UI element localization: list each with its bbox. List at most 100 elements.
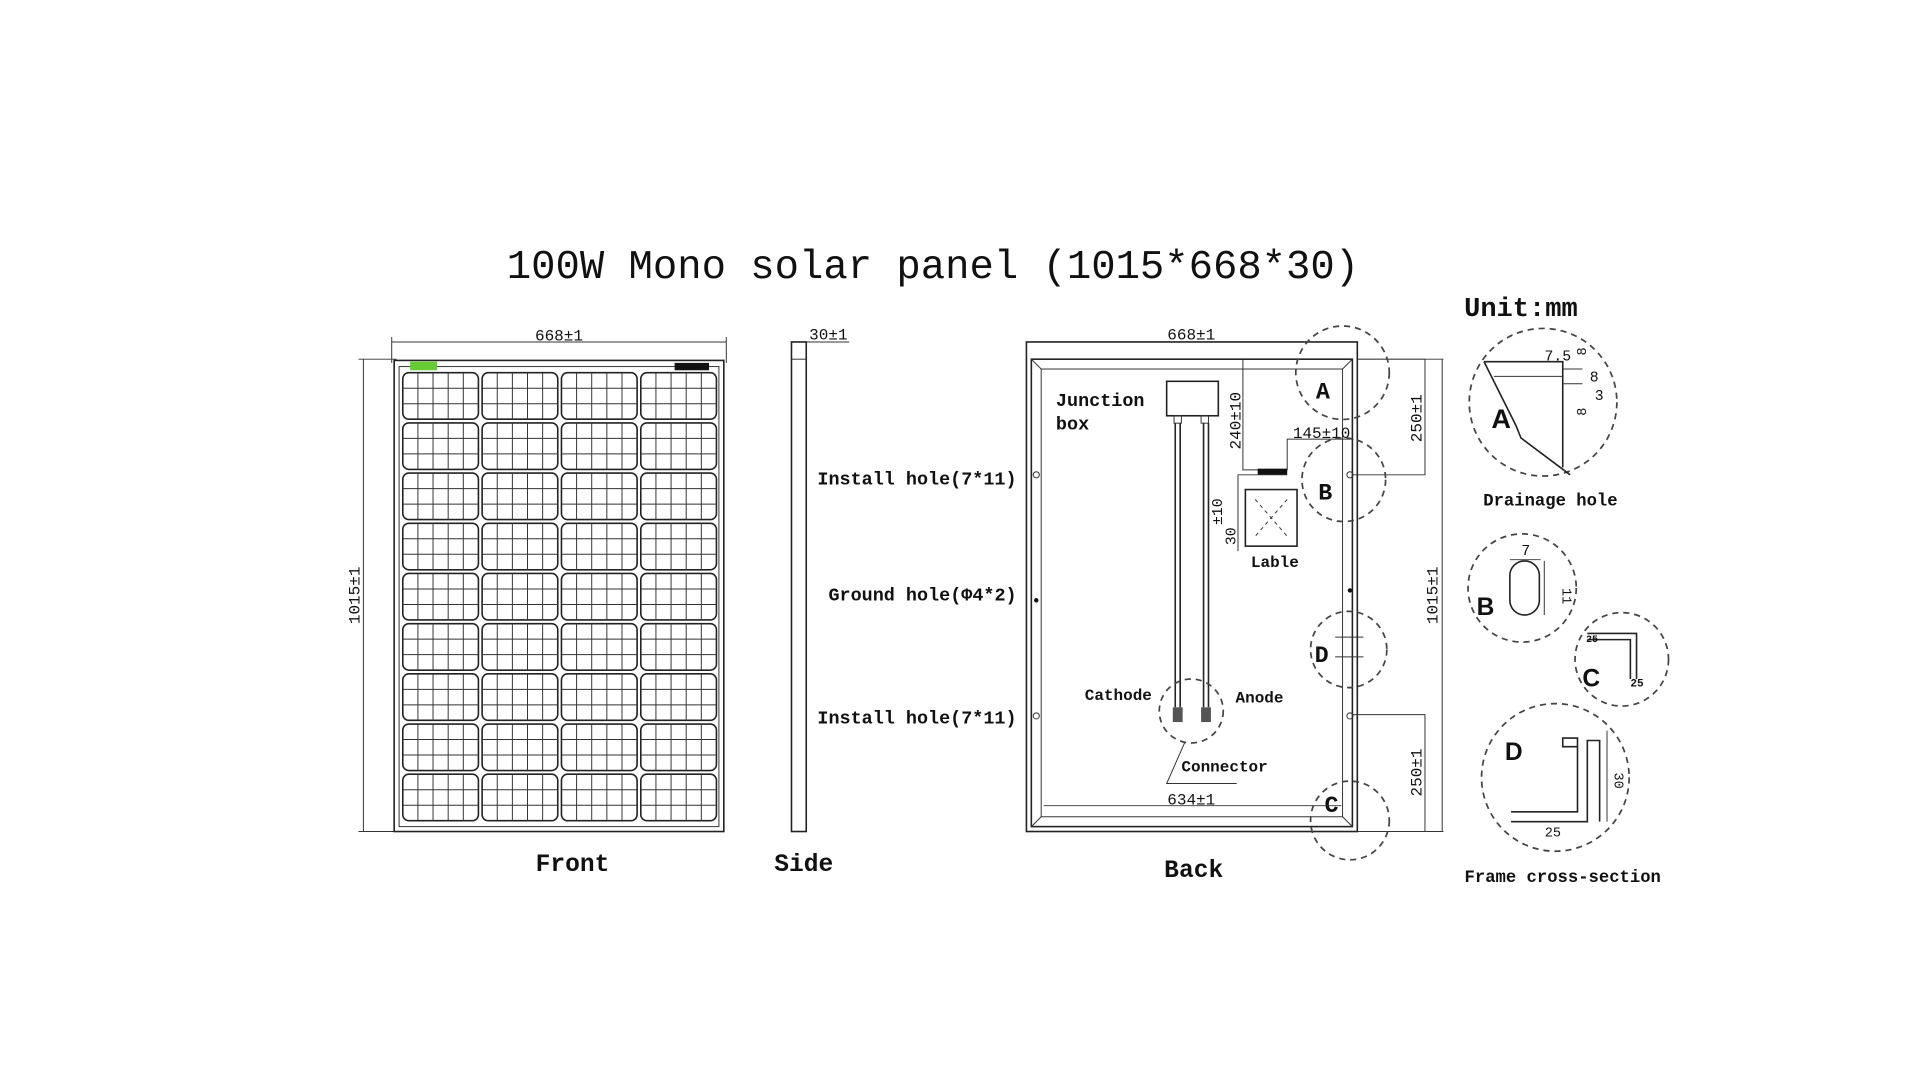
detail-a-dim: 8	[1576, 408, 1591, 416]
detail-a: A 7.5 8 8 3 8 Drainage hole	[1468, 327, 1618, 512]
solar-cell	[560, 773, 638, 822]
callout-a-circle	[1294, 325, 1391, 421]
front-view: 668±1 1015±1 Front	[347, 328, 727, 879]
solar-cell	[401, 673, 480, 722]
connector-label: Connector	[1181, 758, 1267, 776]
detail-c-letter: C	[1582, 665, 1600, 692]
solar-cell	[560, 622, 638, 671]
solar-cell	[481, 673, 559, 722]
solar-cell	[560, 422, 638, 471]
install-hole-top-icon	[1032, 471, 1040, 479]
detail-a-letter: A	[1491, 404, 1511, 434]
install-hole-top-label: Install hole(7*11)	[817, 470, 1016, 491]
ground-hole-label: Ground hole(Φ4*2)	[828, 585, 1016, 606]
solar-cell	[481, 472, 559, 521]
solar-cell	[401, 622, 480, 671]
front-label-green	[410, 361, 438, 371]
back-view: 668±1 1015±1 250±1 250±1 Junction box Ca…	[1025, 325, 1444, 885]
detail-a-dim: 8	[1590, 370, 1599, 386]
solar-cell	[639, 773, 718, 822]
solar-cell	[401, 472, 480, 521]
label-dim-tol: ±10	[1211, 498, 1227, 525]
side-label: Side	[774, 852, 833, 879]
junction-box-label-2: box	[1056, 414, 1089, 435]
junction-box	[1165, 380, 1220, 417]
inner-width-dim: 634±1	[1167, 791, 1215, 809]
lable-text: Lable	[1251, 554, 1299, 572]
callout-d-circle	[1309, 610, 1388, 689]
junction-box-label-1: Junction	[1056, 391, 1145, 412]
detail-d-letter: D	[1505, 739, 1523, 766]
detail-c-dim: 25	[1586, 634, 1598, 645]
solar-cell	[639, 422, 718, 471]
solar-cell	[560, 723, 638, 772]
back-label: Back	[1164, 858, 1223, 885]
solar-cell	[639, 371, 718, 421]
detail-a-dim: 7.5	[1545, 349, 1572, 365]
detail-c: 25 25 C	[1574, 611, 1670, 707]
front-width-dim: 668±1	[535, 328, 583, 346]
solar-cell	[481, 371, 559, 421]
callout-b: B	[1318, 481, 1332, 507]
ground-hole-icon	[1034, 598, 1039, 603]
detail-b: 7 11 B	[1467, 532, 1578, 643]
jbox-vertical-dim: 240±10	[1227, 392, 1245, 450]
jbox-horizontal-dim: 145±10	[1293, 425, 1351, 443]
detail-b-dim: 11	[1558, 588, 1573, 604]
solar-cell	[401, 773, 480, 822]
detail-a-dim: 8	[1576, 347, 1591, 355]
solar-cell	[401, 371, 480, 421]
solar-cell	[401, 723, 480, 772]
solar-cell	[401, 522, 480, 571]
front-height-dim: 1015±1	[347, 567, 365, 625]
solar-cell	[639, 522, 718, 571]
install-hole-bottom-icon	[1032, 712, 1040, 720]
solar-cell	[639, 673, 718, 722]
solar-cell	[481, 622, 559, 671]
solar-cell	[560, 572, 638, 621]
solar-cell	[481, 572, 559, 621]
front-junction-black	[674, 362, 710, 371]
detail-c-dim: 25	[1630, 678, 1644, 690]
detail-b-letter: B	[1477, 594, 1495, 621]
label-dim: 30	[1225, 527, 1241, 545]
solar-cell	[560, 522, 638, 571]
solar-cell	[401, 572, 480, 621]
bottom-hole-dim: 250±1	[1408, 748, 1426, 796]
solar-cell	[560, 673, 638, 722]
cathode-label: Cathode	[1085, 687, 1152, 705]
callout-c: C	[1324, 794, 1338, 820]
side-thickness-dim: 30±1	[809, 326, 847, 344]
solar-cell	[639, 472, 718, 521]
detail-d: 30 25 D Frame cross-section	[1465, 702, 1661, 888]
back-width-dim: 668±1	[1167, 326, 1215, 344]
anode-label: Anode	[1236, 689, 1284, 707]
callout-b-circle	[1301, 437, 1387, 523]
solar-cell	[481, 422, 559, 471]
solar-cell	[401, 422, 480, 471]
drawing-title: 100W Mono solar panel (1015*668*30)	[507, 245, 1359, 291]
frame-cross-section-caption: Frame cross-section	[1465, 869, 1661, 888]
back-height-dim: 1015±1	[1424, 567, 1442, 625]
callout-a: A	[1316, 381, 1331, 407]
solar-cell	[639, 723, 718, 772]
solar-cell	[481, 522, 559, 571]
solar-cell	[639, 622, 718, 671]
front-label: Front	[536, 852, 610, 879]
detail-b-dim: 7	[1521, 544, 1530, 560]
callout-d: D	[1315, 644, 1329, 670]
solar-cell	[560, 472, 638, 521]
solar-cell	[481, 723, 559, 772]
unit-label: Unit:mm	[1464, 294, 1578, 325]
solar-cell	[560, 371, 638, 421]
install-hole-bottom-label: Install hole(7*11)	[817, 708, 1016, 729]
label-plate	[1244, 488, 1298, 547]
drainage-hole-caption: Drainage hole	[1483, 493, 1617, 512]
solar-cell	[639, 572, 718, 621]
detail-d-dim: 25	[1545, 826, 1561, 841]
detail-d-dim: 30	[1609, 772, 1624, 788]
solar-cell	[481, 773, 559, 822]
callout-c-circle	[1309, 780, 1391, 861]
top-hole-dim: 250±1	[1408, 394, 1426, 442]
